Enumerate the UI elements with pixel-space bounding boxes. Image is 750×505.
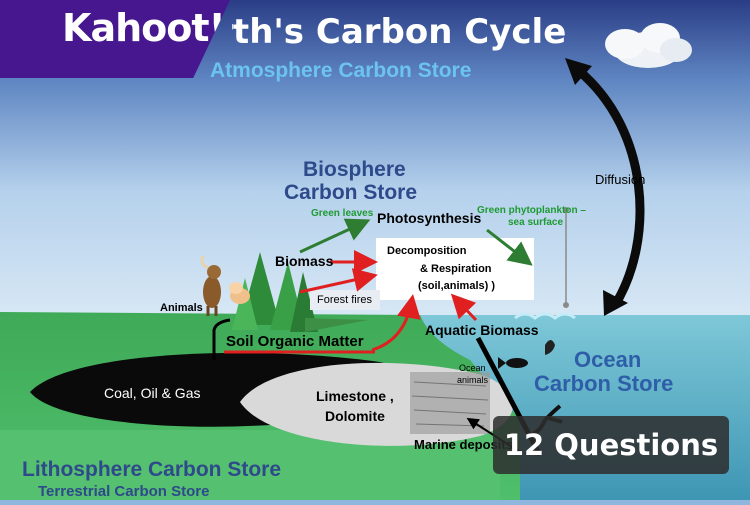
terrestrial-label: Terrestrial Carbon Store (38, 483, 210, 500)
biosphere-label-2: Carbon Store (284, 181, 418, 204)
arrow-photosynthesis-to-aquatic (486, 228, 533, 266)
green-leaves-label: Green leaves (311, 208, 374, 219)
diffusion-arrowhead-top (565, 58, 592, 85)
ocean-animals-label-2: animals (457, 375, 489, 385)
questions-count-badge: 12 Questions (493, 416, 729, 474)
diffusion-arrow (575, 66, 645, 308)
biomass-label: Biomass (275, 253, 334, 269)
soil-wedge (305, 318, 368, 332)
arrow-biomass-to-photosynthesis (299, 218, 371, 254)
phytoplankton-label-1: Green phytoplankton – (477, 205, 586, 216)
decomposition-label-3: (soil,animals) ) (418, 280, 496, 292)
kahoot-logo: Kahoot! (62, 6, 226, 50)
marine-deposits-label: Marine deposits (414, 437, 513, 452)
animal-icon (200, 254, 221, 316)
roots-pipe (212, 318, 231, 360)
ocean-label-1: Ocean (574, 347, 642, 372)
shrimp-icon (545, 340, 555, 355)
arrow-fires-to-decomposition (299, 268, 378, 294)
forest-fires-box (310, 290, 380, 310)
lithosphere-label: Lithosphere Carbon Store (22, 458, 282, 481)
diagram-subtitle: Atmosphere Carbon Store (210, 59, 472, 82)
diffusion-label: Diffusion (595, 172, 646, 187)
phytoplankton-label-2: sea surface (508, 217, 564, 228)
ocean-animals-label-1: Ocean (459, 363, 486, 373)
diagram-title: Earth's Carbon Cycle (170, 12, 567, 52)
decomposition-label-2: & Respiration (420, 263, 492, 275)
cloud-icon (605, 23, 692, 68)
diffusion-arrowhead-bottom (603, 290, 628, 316)
fish-icon (498, 357, 528, 369)
arrow-aquatic-to-decomposition (450, 293, 478, 322)
soil-organic-matter-label: Soil Organic Matter (226, 333, 364, 350)
biosphere-label-1: Biosphere (303, 158, 406, 181)
decomposition-label-1: Decomposition (387, 245, 467, 257)
limestone-label-1: Limestone , (316, 388, 394, 404)
coal-oil-gas-label: Coal, Oil & Gas (104, 385, 201, 401)
fungus-icon (229, 282, 250, 304)
ocean-label-2: Carbon Store (534, 371, 674, 396)
kahoot-logo-banner: Kahoot! (0, 0, 230, 78)
forest-fires-label: Forest fires (317, 294, 373, 306)
limestone-label-2: Dolomite (325, 408, 385, 424)
arrow-soil-to-decomposition (371, 294, 421, 352)
tree-icon (232, 252, 318, 332)
aquatic-biomass-label: Aquatic Biomass (425, 322, 539, 338)
photosynthesis-label: Photosynthesis (377, 210, 482, 226)
sea-surface-splash (514, 312, 576, 320)
animals-label: Animals (160, 302, 203, 314)
